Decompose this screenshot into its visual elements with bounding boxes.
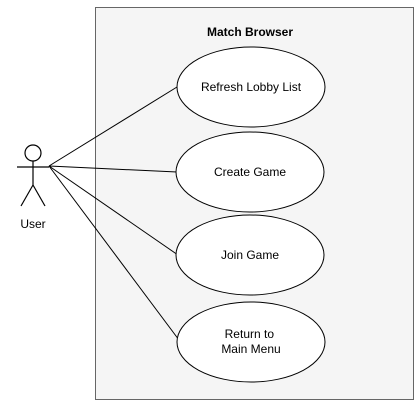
use-case-label-line: Refresh Lobby List bbox=[201, 80, 302, 94]
use-case-label-line: Main Menu bbox=[221, 342, 280, 356]
use-case-refresh-lobby-list: Refresh Lobby List bbox=[176, 46, 326, 128]
use-case-ellipse bbox=[176, 301, 326, 383]
actor-label: User bbox=[20, 217, 45, 231]
use-case-label: Return to Main Menu bbox=[221, 327, 280, 356]
actor-head bbox=[24, 144, 42, 162]
use-case-ellipse bbox=[175, 214, 325, 296]
actor-user-figure bbox=[17, 144, 49, 207]
association-join-game bbox=[48, 165, 179, 256]
system-title: Match Browser bbox=[207, 25, 293, 39]
association-return-to-main-menu bbox=[48, 165, 180, 341]
use-case-return-to-main-menu: Return to Main Menu bbox=[176, 301, 326, 383]
use-case-label: Create Game bbox=[214, 165, 286, 179]
use-case-label-line: Join Game bbox=[221, 248, 279, 262]
use-case-ellipse bbox=[176, 46, 326, 128]
use-case-ellipse bbox=[175, 131, 325, 213]
use-case-label-line: Create Game bbox=[214, 165, 286, 179]
use-case-join-game: Join Game bbox=[175, 214, 325, 296]
use-case-label: Join Game bbox=[221, 248, 279, 262]
use-case-label: Refresh Lobby List bbox=[201, 80, 302, 94]
association-refresh-lobby-list bbox=[48, 86, 178, 167]
use-case-create-game: Create Game bbox=[175, 131, 325, 213]
use-case-label-line: Return to bbox=[225, 327, 275, 341]
actor-right-leg bbox=[32, 184, 46, 207]
actor-left-leg bbox=[20, 184, 34, 207]
association-create-game bbox=[48, 165, 178, 173]
